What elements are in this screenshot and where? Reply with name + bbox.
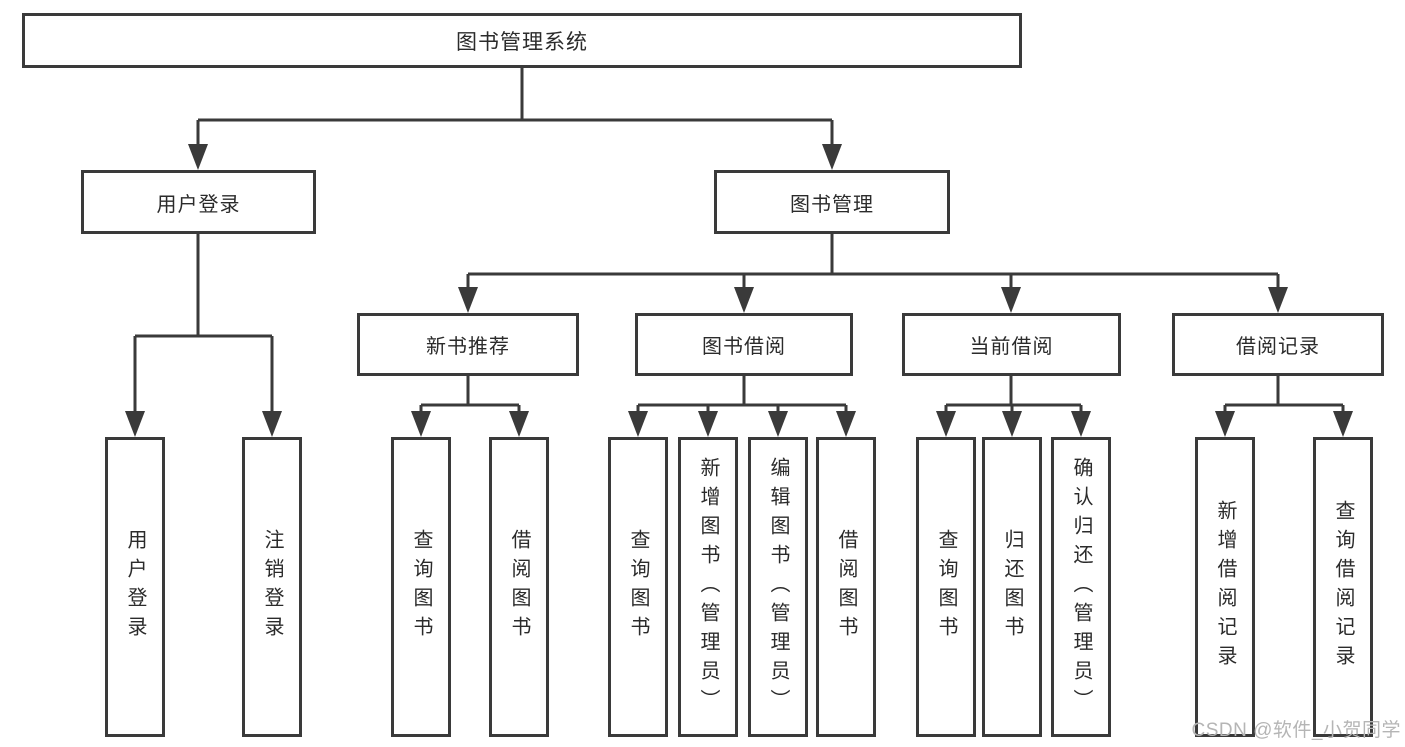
arrow-down-icon — [1333, 411, 1353, 437]
arrow-down-icon — [411, 411, 431, 437]
arrow-down-icon — [1002, 411, 1022, 437]
arrow-down-icon — [188, 144, 208, 170]
csdn-watermark: CSDN @软件_小贺同学 — [1191, 720, 1401, 741]
node-leaf-logout: 注销登录 — [242, 437, 302, 737]
node-leaf-cb-return-book-label: 归还图书 — [1001, 529, 1023, 645]
node-leaf-cb-confirm-return: 确认归还（管理员） — [1051, 437, 1111, 737]
arrow-down-icon — [822, 144, 842, 170]
node-leaf-bb-borrow-book: 借阅图书 — [816, 437, 876, 737]
arrow-down-icon — [836, 411, 856, 437]
node-leaf-cb-return-book: 归还图书 — [982, 437, 1042, 737]
node-current-borrow: 当前借阅 — [902, 313, 1121, 376]
node-leaf-br-query-record-label: 查询借阅记录 — [1332, 500, 1354, 674]
node-book-borrow: 图书借阅 — [635, 313, 853, 376]
connector-root-branch — [196, 68, 834, 152]
arrow-down-icon — [509, 411, 529, 437]
node-user-login: 用户登录 — [81, 170, 316, 234]
node-leaf-cb-query-book-label: 查询图书 — [935, 529, 957, 645]
node-leaf-br-query-record: 查询借阅记录 — [1313, 437, 1373, 737]
node-leaf-nb-borrow-book-label: 借阅图书 — [508, 529, 530, 645]
node-leaf-bb-edit-book: 编辑图书（管理员） — [748, 437, 808, 737]
node-leaf-logout-label: 注销登录 — [261, 529, 283, 645]
arrow-down-icon — [698, 411, 718, 437]
connector-book-borrow-branch — [636, 376, 848, 420]
arrowheads — [125, 144, 1353, 437]
arrow-down-icon — [734, 287, 754, 313]
node-leaf-nb-query-book: 查询图书 — [391, 437, 451, 737]
node-new-book-rec-label: 新书推荐 — [426, 336, 510, 358]
arrow-down-icon — [936, 411, 956, 437]
arrow-down-icon — [125, 411, 145, 437]
node-leaf-user-login: 用户登录 — [105, 437, 165, 737]
node-leaf-nb-query-book-label: 查询图书 — [410, 529, 432, 645]
node-leaf-nb-borrow-book: 借阅图书 — [489, 437, 549, 737]
node-root-label: 图书管理系统 — [456, 30, 588, 54]
node-leaf-bb-query-book: 查询图书 — [608, 437, 668, 737]
node-leaf-cb-confirm-return-label: 确认归还（管理员） — [1070, 456, 1092, 718]
arrow-down-icon — [1071, 411, 1091, 437]
arrow-down-icon — [262, 411, 282, 437]
connector-book-mgmt-branch — [466, 234, 1280, 295]
node-leaf-user-login-label: 用户登录 — [124, 529, 146, 645]
node-leaf-bb-add-book: 新增图书（管理员） — [678, 437, 738, 737]
arrow-down-icon — [1001, 287, 1021, 313]
arrow-down-icon — [1215, 411, 1235, 437]
node-leaf-bb-query-book-label: 查询图书 — [627, 529, 649, 645]
node-user-login-label: 用户登录 — [156, 193, 241, 216]
node-new-book-rec: 新书推荐 — [357, 313, 579, 376]
node-leaf-bb-add-book-label: 新增图书（管理员） — [697, 456, 719, 718]
arrow-down-icon — [768, 411, 788, 437]
node-root: 图书管理系统 — [22, 13, 1022, 68]
arrow-down-icon — [458, 287, 478, 313]
node-book-mgmt: 图书管理 — [714, 170, 950, 234]
connector-new-book-branch — [419, 376, 521, 420]
node-leaf-bb-borrow-book-label: 借阅图书 — [835, 529, 857, 645]
node-leaf-br-add-record-label: 新增借阅记录 — [1214, 500, 1236, 674]
node-leaf-cb-query-book: 查询图书 — [916, 437, 976, 737]
node-leaf-br-add-record: 新增借阅记录 — [1195, 437, 1255, 737]
arrow-down-icon — [628, 411, 648, 437]
connector-borrow-record-branch — [1223, 376, 1345, 420]
arrow-down-icon — [1268, 287, 1288, 313]
node-book-borrow-label: 图书借阅 — [702, 336, 786, 358]
node-current-borrow-label: 当前借阅 — [969, 336, 1054, 358]
node-borrow-record: 借阅记录 — [1172, 313, 1384, 376]
node-borrow-record-label: 借阅记录 — [1236, 336, 1320, 358]
node-leaf-bb-edit-book-label: 编辑图书（管理员） — [767, 456, 789, 718]
connector-user-login-branch — [133, 234, 274, 420]
node-book-mgmt-label: 图书管理 — [790, 193, 874, 216]
